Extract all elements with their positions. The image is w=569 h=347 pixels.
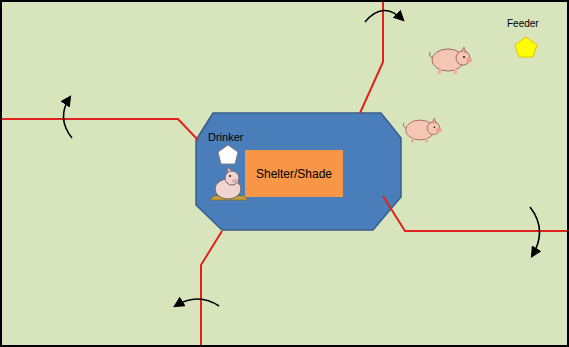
gate-arrow xyxy=(365,10,403,22)
central-pad xyxy=(196,113,401,230)
resting-pig xyxy=(210,167,248,200)
fence-line xyxy=(360,2,383,113)
drinker-label: Drinker xyxy=(208,131,243,143)
gate-arrow xyxy=(530,207,540,256)
feeder-label: Feeder xyxy=(507,18,539,29)
fence-line xyxy=(201,231,222,345)
node-label: Shelter/Shade xyxy=(256,167,332,181)
feeder-symbol xyxy=(515,37,537,57)
gate-arrow xyxy=(63,97,72,138)
drinker-symbol xyxy=(218,145,238,164)
fence-line xyxy=(2,119,198,140)
gate-arrows xyxy=(63,10,539,306)
shelter-box: Shelter/Shade xyxy=(245,150,343,197)
standing-pig xyxy=(403,118,441,142)
gate-arrow xyxy=(175,299,219,306)
standing-pig xyxy=(429,47,472,74)
